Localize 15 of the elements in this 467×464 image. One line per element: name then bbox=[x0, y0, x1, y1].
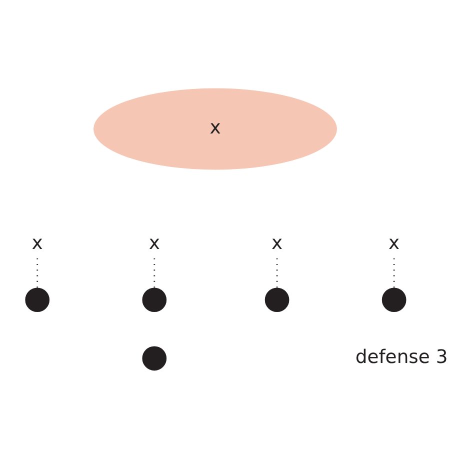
node-circle bbox=[264, 288, 290, 312]
node-circle bbox=[142, 288, 167, 312]
label: defense 3 bbox=[355, 347, 448, 368]
connector bbox=[154, 258, 156, 288]
node-text: x bbox=[32, 232, 43, 254]
connector bbox=[276, 258, 278, 288]
node-circle bbox=[142, 346, 167, 371]
node-circle bbox=[25, 288, 50, 312]
connector bbox=[36, 258, 38, 288]
node-ellipse: x bbox=[94, 88, 337, 170]
node-text: x bbox=[388, 232, 400, 254]
node-text: x bbox=[272, 232, 283, 254]
node-circle bbox=[382, 288, 406, 312]
connector bbox=[393, 258, 395, 288]
node-text: x bbox=[148, 232, 160, 254]
